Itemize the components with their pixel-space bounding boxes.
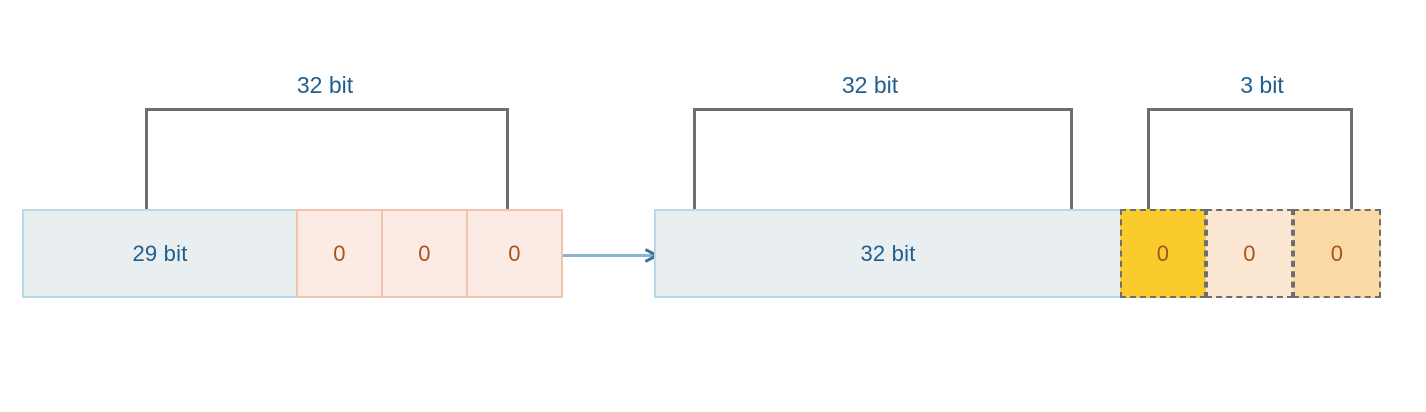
right-word-cell-0: 0 xyxy=(1120,209,1206,298)
bracket-left-32bit xyxy=(145,108,509,209)
right-word-cell-1-label: 0 xyxy=(1243,240,1256,266)
right-word-main-label: 32 bit xyxy=(860,240,916,266)
connector-arrow-line xyxy=(563,254,654,257)
right-word-main-segment: 32 bit xyxy=(654,209,1122,298)
left-word-main-label: 29 bit xyxy=(132,240,188,266)
bracket-right-3bit xyxy=(1147,108,1353,258)
right-word-cell-1: 0 xyxy=(1206,209,1293,298)
left-word-cell-0: 0 xyxy=(296,209,383,298)
bracket-label-left-32bit: 32 bit xyxy=(296,72,354,98)
left-word-cell-0-label: 0 xyxy=(333,240,346,266)
left-word-cell-2-label: 0 xyxy=(508,240,521,266)
left-word-cell-1: 0 xyxy=(381,209,468,298)
bracket-label-right-32bit: 32 bit xyxy=(841,72,899,98)
right-word-cell-0-label: 0 xyxy=(1156,240,1170,266)
bracket-right-32bit xyxy=(693,108,1073,209)
right-word-cell-2-label: 0 xyxy=(1330,240,1344,266)
left-word-cell-2: 0 xyxy=(466,209,563,298)
right-word-cell-2: 0 xyxy=(1293,209,1381,298)
left-word-cell-1-label: 0 xyxy=(418,240,431,266)
bracket-label-right-3bit: 3 bit xyxy=(1240,72,1284,98)
left-word-main-segment: 29 bit xyxy=(22,209,298,298)
